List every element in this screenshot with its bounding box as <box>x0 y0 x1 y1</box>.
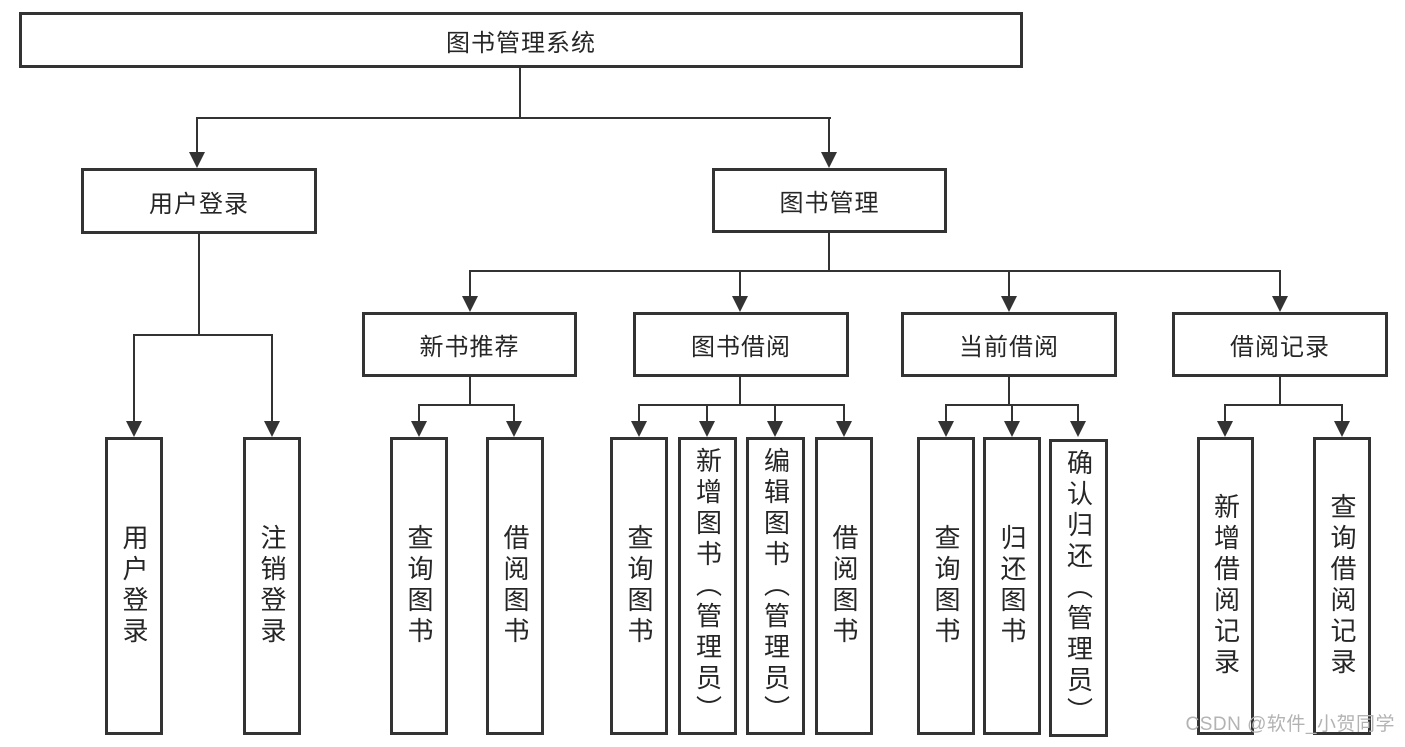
connector-line <box>513 404 515 423</box>
node-current-borrow: 当前借阅 <box>901 312 1117 377</box>
leaf-query-books-current: 查询图书 <box>917 437 975 735</box>
arrowhead-down-icon <box>699 421 715 437</box>
connector-line <box>469 375 471 406</box>
arrowhead-down-icon <box>1001 296 1017 312</box>
connector-line <box>133 334 135 423</box>
connector-line <box>469 270 471 298</box>
leaf-label: 查询借阅记录 <box>1327 493 1357 679</box>
leaf-label: 新增借阅记录 <box>1210 493 1241 679</box>
arrowhead-down-icon <box>264 421 280 437</box>
arrowhead-down-icon <box>189 152 205 168</box>
connector-line <box>519 66 521 118</box>
node-label: 图书管理系统 <box>446 29 596 57</box>
node-borrow-records: 借阅记录 <box>1172 312 1388 377</box>
leaf-edit-book-admin: 编辑图书（管理员） <box>746 437 805 735</box>
arrowhead-down-icon <box>836 421 852 437</box>
leaf-user-login: 用户登录 <box>105 437 163 735</box>
connector-line <box>418 404 420 423</box>
csdn-watermark: CSDN @软件_小贺同学 <box>1185 714 1395 735</box>
arrowhead-down-icon <box>1217 421 1233 437</box>
leaf-label: 编辑图书（管理员） <box>760 446 791 726</box>
leaf-borrow-books-recommend: 借阅图书 <box>486 437 544 735</box>
leaf-label: 查询图书 <box>931 524 961 648</box>
leaf-label: 借阅图书 <box>829 524 859 648</box>
node-root-system: 图书管理系统 <box>19 12 1023 68</box>
leaf-add-borrow-record: 新增借阅记录 <box>1197 437 1254 735</box>
connector-line <box>1008 270 1010 298</box>
connector-line <box>706 404 708 423</box>
connector-line <box>774 404 776 423</box>
leaf-query-books-recommend: 查询图书 <box>390 437 448 735</box>
connector-line <box>1279 375 1281 406</box>
arrowhead-down-icon <box>506 421 522 437</box>
node-label: 新书推荐 <box>419 334 520 361</box>
node-book-management: 图书管理 <box>712 168 947 233</box>
connector-line <box>638 404 845 406</box>
connector-line <box>1011 404 1013 423</box>
arrowhead-down-icon <box>1004 421 1020 437</box>
connector-line <box>1224 404 1226 423</box>
leaf-label: 确认归还（管理员） <box>1063 448 1094 728</box>
leaf-query-books-borrow: 查询图书 <box>610 437 668 735</box>
arrowhead-down-icon <box>1334 421 1350 437</box>
arrowhead-down-icon <box>411 421 427 437</box>
node-new-book-recommend: 新书推荐 <box>362 312 577 377</box>
leaf-query-borrow-record: 查询借阅记录 <box>1313 437 1371 735</box>
node-user-login: 用户登录 <box>81 168 317 234</box>
leaf-label: 借阅图书 <box>500 524 530 648</box>
leaf-label: 注销登录 <box>257 524 287 648</box>
node-label: 用户登录 <box>149 190 249 218</box>
connector-line <box>196 117 831 119</box>
leaf-add-book-admin: 新增图书（管理员） <box>678 437 737 735</box>
leaf-label: 归还图书 <box>997 524 1027 648</box>
connector-line <box>1077 404 1079 423</box>
arrowhead-down-icon <box>1272 296 1288 312</box>
leaf-label: 新增图书（管理员） <box>692 446 723 726</box>
connector-line <box>198 232 200 336</box>
leaf-label: 用户登录 <box>119 524 149 648</box>
node-label: 借阅记录 <box>1230 334 1330 361</box>
leaf-label: 查询图书 <box>624 524 654 648</box>
connector-line <box>828 231 830 272</box>
connector-line <box>739 375 741 406</box>
arrowhead-down-icon <box>938 421 954 437</box>
connector-line <box>739 270 741 298</box>
arrowhead-down-icon <box>1070 421 1086 437</box>
connector-line <box>1008 375 1010 406</box>
node-label: 当前借阅 <box>959 334 1059 361</box>
connector-line <box>418 404 515 406</box>
arrowhead-down-icon <box>462 296 478 312</box>
connector-line <box>1224 404 1343 406</box>
arrowhead-down-icon <box>732 296 748 312</box>
connector-line <box>271 334 273 423</box>
connector-line <box>1341 404 1343 423</box>
leaf-label: 查询图书 <box>404 524 434 648</box>
connector-line <box>638 404 640 423</box>
arrowhead-down-icon <box>631 421 647 437</box>
arrowhead-down-icon <box>821 152 837 168</box>
connector-line <box>196 117 198 155</box>
connector-line <box>828 117 830 155</box>
leaf-borrow-books: 借阅图书 <box>815 437 873 735</box>
connector-line <box>843 404 845 423</box>
arrowhead-down-icon <box>126 421 142 437</box>
connector-line <box>1279 270 1281 298</box>
arrowhead-down-icon <box>767 421 783 437</box>
leaf-logout: 注销登录 <box>243 437 301 735</box>
leaf-return-book: 归还图书 <box>983 437 1041 735</box>
node-label: 图书管理 <box>779 190 880 217</box>
connector-line <box>133 334 273 336</box>
connector-line <box>469 270 1281 272</box>
connector-line <box>945 404 947 423</box>
node-label: 图书借阅 <box>691 334 791 361</box>
node-book-borrow: 图书借阅 <box>633 312 849 377</box>
leaf-confirm-return-admin: 确认归还（管理员） <box>1049 439 1108 737</box>
